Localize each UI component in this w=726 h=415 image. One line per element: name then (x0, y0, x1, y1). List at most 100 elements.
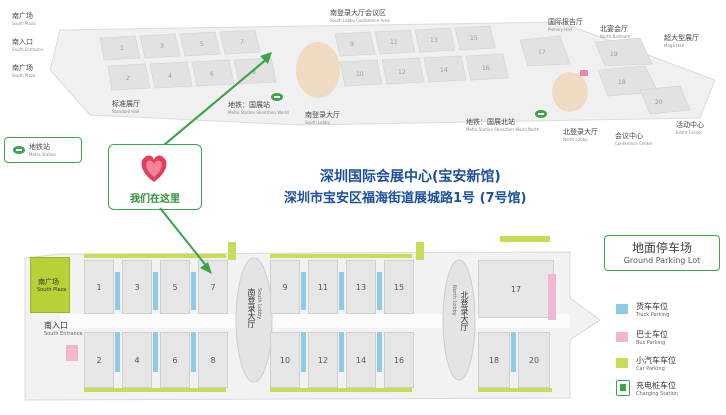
truck-parking (115, 272, 120, 310)
truck-legend-swatch (616, 304, 628, 314)
parking-title-cn: 地面停车场 (631, 241, 692, 255)
svg-text:7: 7 (240, 39, 244, 46)
svg-text:15: 15 (470, 35, 478, 42)
svg-text:18: 18 (618, 79, 626, 86)
truck-parking (377, 332, 382, 372)
svg-text:9: 9 (350, 41, 354, 48)
svg-text:6: 6 (210, 71, 214, 78)
south-lobby-label: 南登录大厅 South Lobby (247, 288, 262, 328)
truck-parking (301, 272, 306, 310)
south-plaza-label: 南广场 (38, 278, 59, 286)
car-parking (228, 242, 236, 260)
car-parking (416, 242, 424, 260)
north-lobby-label: North Lobby 北登录大厅 (451, 285, 469, 331)
hall-7: 7 (198, 260, 228, 314)
truck-parking (301, 332, 306, 372)
venue-address: 深圳市宝安区福海街道展城路1号 (7号馆) (284, 191, 527, 206)
car-legend-label: 小汽车车位 Car Parking (636, 356, 676, 372)
metro-legend: 地铁站 Metro Station (4, 137, 82, 163)
svg-text:17: 17 (538, 49, 546, 56)
hall-11: 11 (308, 260, 338, 314)
metro-icon (13, 146, 25, 154)
hall-9: 9 (270, 260, 300, 314)
bus-legend-swatch (616, 332, 628, 342)
bus-legend-label: 巴士车位 Bus Parking (636, 330, 668, 346)
hall-5: 5 (160, 260, 190, 314)
truck-parking (115, 332, 120, 372)
hall-3: 3 (122, 260, 152, 314)
car-parking (270, 254, 412, 258)
hall-13: 13 (346, 260, 376, 314)
car-parking (84, 254, 226, 258)
hall-8: 8 (198, 332, 228, 388)
svg-text:13: 13 (430, 37, 438, 44)
parking-title-en: Ground Parking Lot (623, 256, 701, 265)
bus-parking-north (548, 274, 556, 320)
svg-text:5: 5 (200, 41, 204, 48)
hall-17: 17 (478, 260, 554, 318)
car-parking (84, 388, 226, 392)
hall-15: 15 (384, 260, 414, 314)
truck-parking (339, 272, 344, 310)
hall-12: 12 (308, 332, 338, 388)
metro-icon (535, 110, 547, 118)
truck-parking (339, 332, 344, 372)
svg-text:16: 16 (482, 65, 490, 72)
hall-6: 6 (160, 332, 190, 388)
svg-text:2: 2 (126, 75, 130, 82)
svg-text:1: 1 (120, 45, 124, 52)
you-are-here-marker: 我们在这里 (108, 144, 202, 210)
south-entrance-label: 南入口 South Entrance (44, 321, 83, 337)
truck-parking (377, 272, 382, 310)
hall-14: 14 (346, 332, 376, 388)
hall-20: 20 (518, 332, 550, 388)
hall-18: 18 (478, 332, 510, 388)
metro-legend-label: 地铁站 Metro Station (29, 143, 56, 157)
hall-10: 10 (270, 332, 300, 388)
parking-legend: 货车车位 Truck Parking 巴士车位 Bus Parking 小汽车车… (610, 296, 722, 414)
metro-icon (271, 93, 283, 101)
svg-text:8: 8 (252, 69, 256, 76)
hall-16: 16 (384, 332, 414, 388)
truck-legend-label: 货车车位 Truck Parking (636, 302, 670, 318)
charging-legend-label: 充电桩车位 Charging Station (636, 381, 678, 397)
svg-text:11: 11 (390, 39, 398, 46)
car-parking (270, 388, 412, 392)
svg-text:3: 3 (160, 43, 164, 50)
parking-title: 地面停车场 Ground Parking Lot (604, 235, 720, 271)
bus-parking-south (66, 345, 78, 361)
south-plaza-label-en: South Plaza (37, 287, 67, 293)
charging-icon (616, 380, 630, 396)
south-plaza-area: 南广场 South Plaza (30, 257, 70, 313)
svg-text:14: 14 (440, 67, 448, 74)
car-legend-swatch (616, 358, 628, 368)
truck-parking (511, 332, 516, 372)
svg-text:4: 4 (168, 73, 172, 80)
venue-title: 深圳国际会展中心(宝安新馆) (320, 169, 501, 185)
svg-text:20: 20 (655, 99, 663, 106)
svg-text:10: 10 (356, 71, 364, 78)
svg-text:19: 19 (610, 51, 618, 58)
car-parking (478, 388, 552, 392)
hall-2: 2 (84, 332, 114, 388)
hall-4: 4 (122, 332, 152, 388)
truck-parking (153, 272, 158, 310)
car-parking (500, 236, 550, 242)
truck-parking (191, 272, 196, 310)
truck-parking (191, 332, 196, 372)
